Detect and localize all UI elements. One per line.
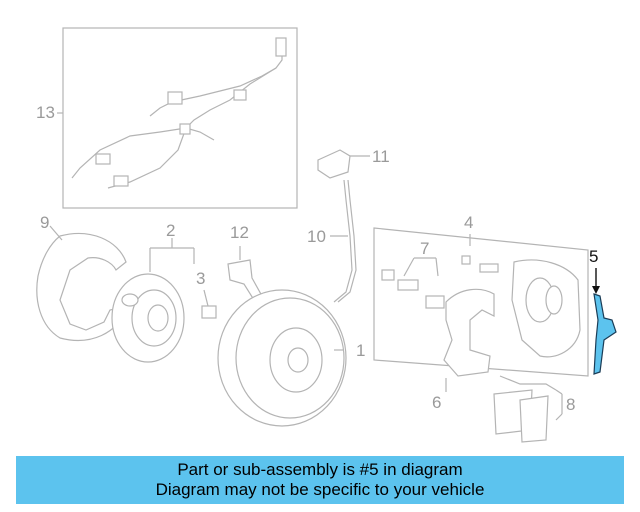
callout-10: 10 (307, 227, 326, 246)
guide-pins-part-7[interactable] (381, 257, 445, 309)
hub-bearing-part-2[interactable] (111, 238, 195, 363)
wiring-harness-part-13[interactable] (57, 27, 298, 209)
parts-diagram (36, 27, 617, 443)
brake-hose-part-10[interactable] (330, 179, 357, 303)
callout-3: 3 (196, 269, 206, 288)
sensor-part-12[interactable] (227, 246, 263, 301)
callout-8: 8 (566, 395, 576, 414)
callout-1: 1 (356, 341, 366, 360)
callout-13: 13 (36, 103, 55, 122)
bracket-part-11[interactable] (317, 149, 370, 179)
banner-line-disclaimer: Diagram may not be specific to your vehi… (155, 480, 485, 499)
callout-9: 9 (40, 213, 50, 232)
callout-2: 2 (166, 221, 176, 240)
callout-11: 11 (372, 147, 390, 166)
caliper-bracket-part-6[interactable] (443, 288, 495, 392)
brake-pads-part-8[interactable] (493, 375, 563, 443)
rotor-part-1[interactable] (217, 289, 347, 427)
wear-sensor-part-5[interactable] (592, 268, 617, 375)
caliper-assembly-part-4[interactable] (373, 227, 589, 377)
callout-6: 6 (432, 393, 442, 412)
bolt-part-3[interactable] (201, 289, 217, 319)
callout-5: 5 (589, 247, 599, 266)
callout-12: 12 (230, 223, 249, 242)
callout-4: 4 (464, 213, 474, 232)
banner-line-part: Part or sub-assembly is #5 in diagram (177, 460, 463, 479)
callout-7: 7 (420, 239, 430, 258)
diagram-notice-banner: Part or sub-assembly is #5 in diagram Di… (16, 456, 624, 504)
